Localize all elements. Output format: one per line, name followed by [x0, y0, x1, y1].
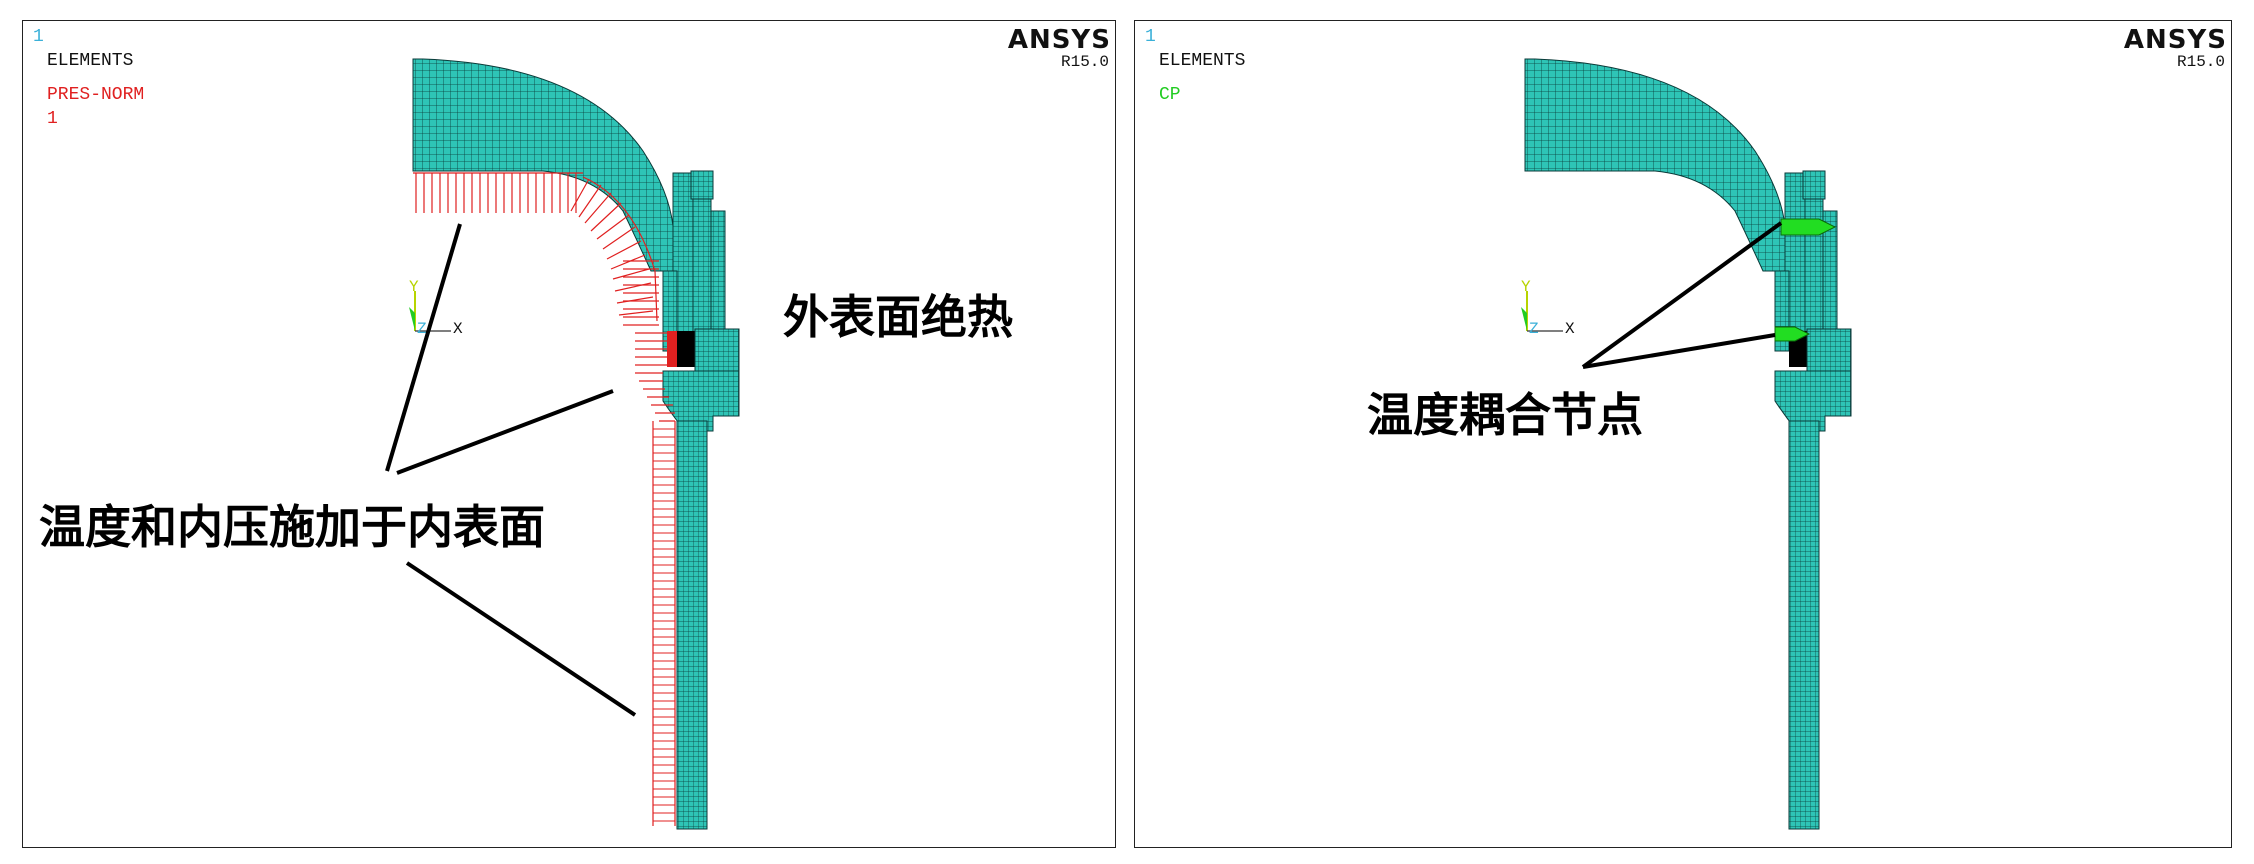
axis-x-label: X — [1565, 320, 1575, 338]
axis-y-label: Y — [1521, 278, 1531, 296]
left-viewport: 1 ELEMENTS PRES-NORM 1 ANSYS R15.0 — [22, 20, 1116, 848]
cylinder-shell-mesh — [1788, 420, 1820, 830]
pressure-arrows-top — [413, 172, 583, 213]
axis-z-label: Z — [417, 320, 427, 338]
pressure-label: PRES-NORM — [47, 85, 145, 105]
coupling-node-upper — [1780, 218, 1837, 236]
gasket-black — [677, 331, 695, 367]
window-number: 1 — [1145, 27, 1156, 47]
right-model-svg: Y Z X — [1521, 58, 1852, 830]
axis-y-label: Y — [409, 278, 419, 296]
ansys-version: R15.0 — [1060, 53, 1109, 71]
annotation-coupling-nodes: 温度耦合节点 — [1367, 388, 1643, 442]
elements-label: ELEMENTS — [47, 51, 134, 71]
annotation-outer-adiabatic: 外表面绝热 — [783, 290, 1013, 344]
cylinder-shell-mesh — [676, 420, 708, 830]
coupling-node-lower — [1774, 326, 1811, 342]
pressure-arrows-shell — [653, 428, 675, 822]
cp-label: CP — [1159, 85, 1181, 105]
annotation-leader-lines — [1581, 221, 1783, 369]
vessel-head-mesh — [412, 58, 676, 272]
coordinate-triad — [409, 291, 451, 332]
pressure-arrows-wall — [623, 260, 675, 422]
flange-top-cap — [1802, 170, 1826, 200]
coordinate-triad — [1521, 291, 1563, 332]
right-viewport: 1 ELEMENTS CP ANSYS R15.0 — [1134, 20, 2232, 848]
annotation-leader-lines — [385, 223, 637, 717]
elements-label: ELEMENTS — [1159, 51, 1246, 71]
pressure-value: 1 — [47, 109, 58, 129]
pressure-arrows-knuckle — [570, 176, 658, 322]
ansys-logo: ANSYS — [1007, 25, 1111, 55]
annotation-inner-surface: 温度和内压施加于内表面 — [39, 500, 545, 554]
axis-z-label: Z — [1529, 320, 1539, 338]
ansys-logo: ANSYS — [2123, 25, 2227, 55]
axis-x-label: X — [453, 320, 463, 338]
ansys-version: R15.0 — [2176, 53, 2225, 71]
flange-top-cap — [690, 170, 714, 200]
left-model-svg: Y Z X — [385, 58, 740, 830]
gasket-red — [667, 331, 677, 367]
vessel-head-mesh — [1524, 58, 1788, 272]
window-number: 1 — [33, 27, 44, 47]
